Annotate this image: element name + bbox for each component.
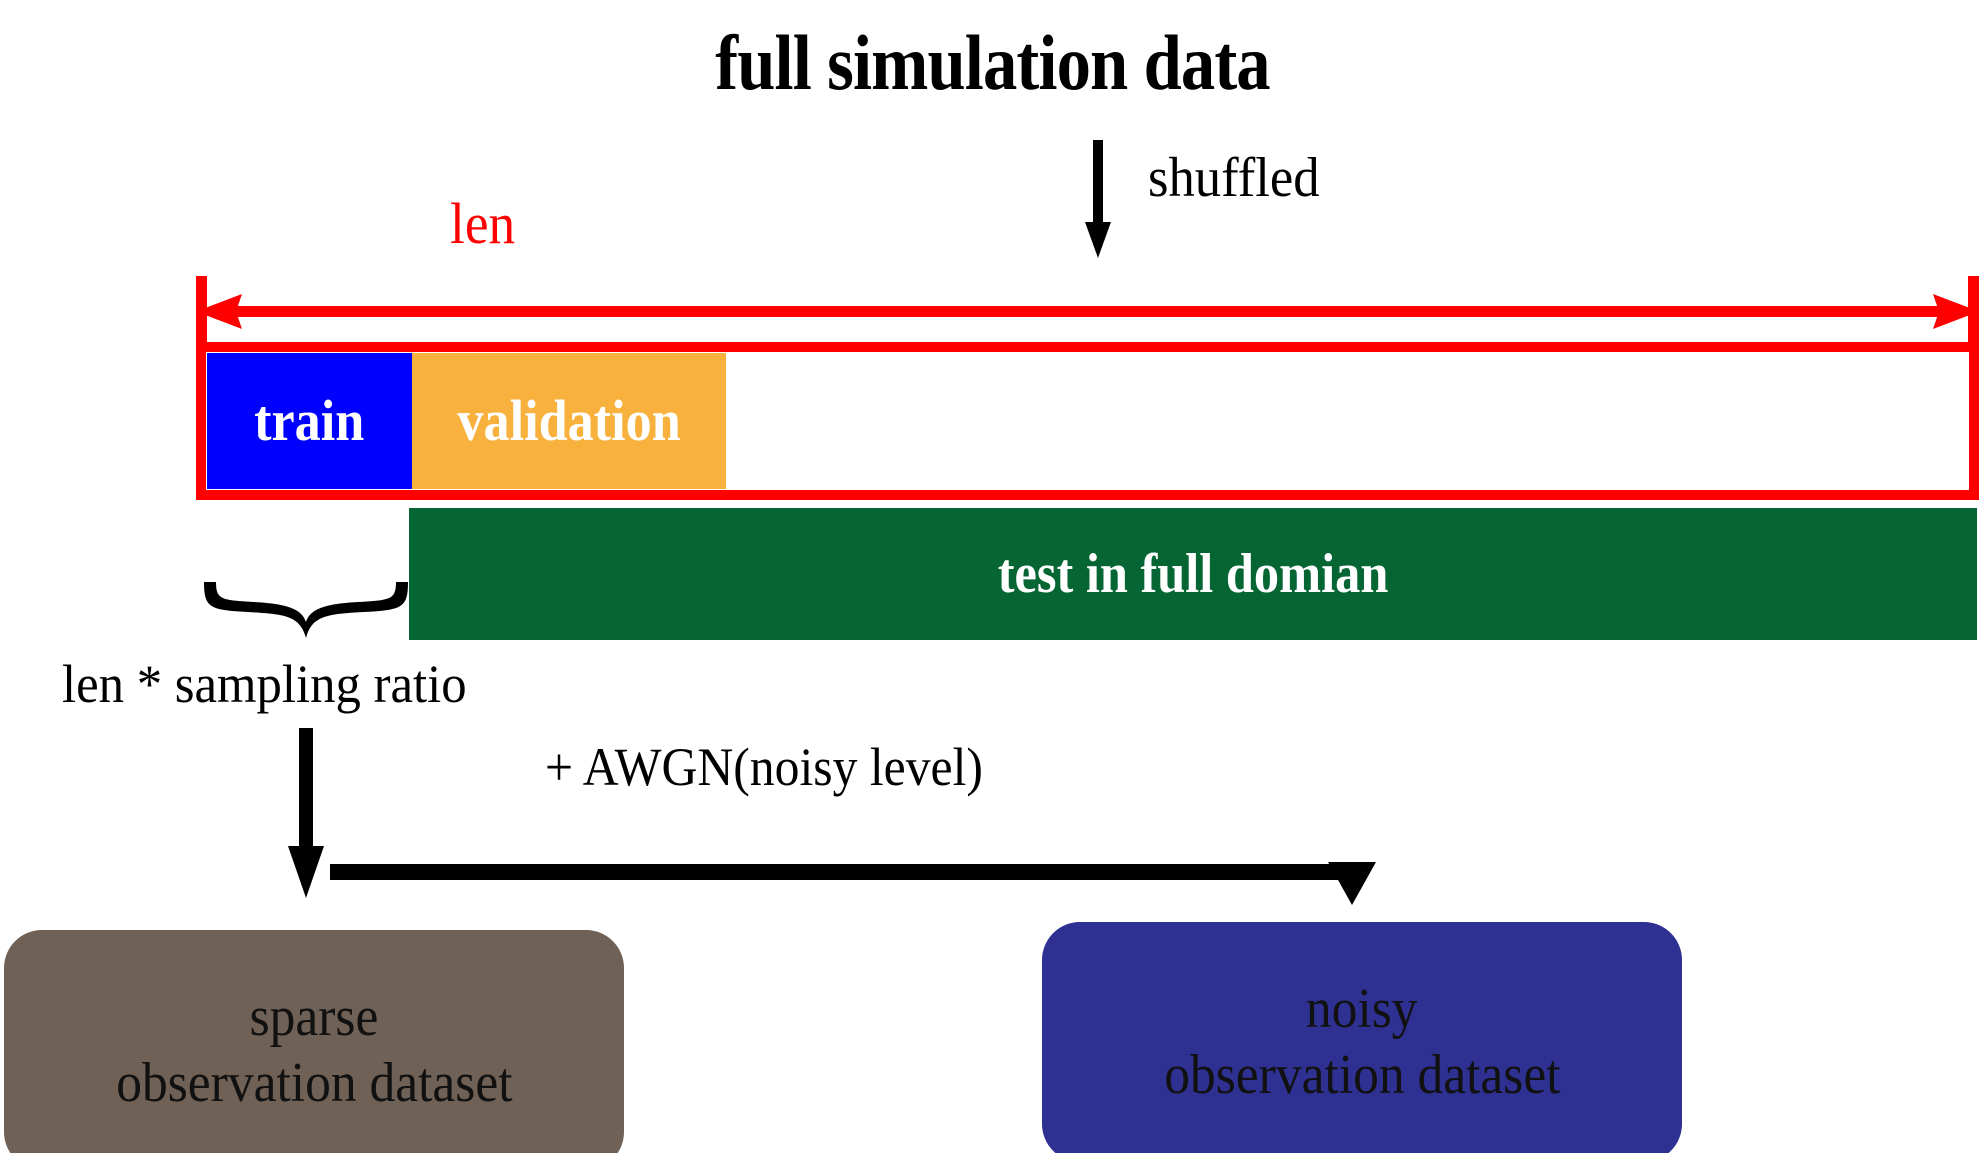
- length-left-tick: [196, 276, 207, 400]
- page-title: full simulation data: [715, 19, 1270, 106]
- length-right-tick: [1968, 276, 1979, 400]
- noisy-dataset-line1: noisy: [1306, 978, 1418, 1040]
- segment-validation-label: validation: [457, 388, 681, 453]
- noisy-elbow-arrow-icon: [330, 862, 1376, 905]
- sampling-ratio-label: len * sampling ratio: [62, 654, 467, 714]
- awgn-label: + AWGN(noisy level): [545, 737, 983, 797]
- shuffled-arrow-icon: [1085, 140, 1111, 258]
- noisy-dataset-line2: observation dataset: [1163, 1044, 1561, 1106]
- sparse-dataset-line2: observation dataset: [115, 1052, 513, 1114]
- length-label: len: [450, 191, 516, 256]
- shuffled-label: shuffled: [1148, 147, 1320, 209]
- sparse-arrow-icon: [288, 728, 324, 898]
- length-double-arrow-icon: [196, 294, 1979, 329]
- sparse-dataset-line1: sparse: [249, 986, 379, 1048]
- sampling-brace-icon: [204, 582, 408, 638]
- segment-test-label: test in full domian: [997, 543, 1389, 605]
- noisy-observation-dataset-box: noisy observation dataset: [1042, 922, 1682, 1153]
- segment-test-full-domain: test in full domian: [409, 508, 1977, 640]
- segment-train: train: [207, 353, 412, 489]
- sparse-observation-dataset-box: sparse observation dataset: [4, 930, 624, 1153]
- segment-train-label: train: [254, 388, 365, 453]
- segment-validation: validation: [412, 353, 726, 489]
